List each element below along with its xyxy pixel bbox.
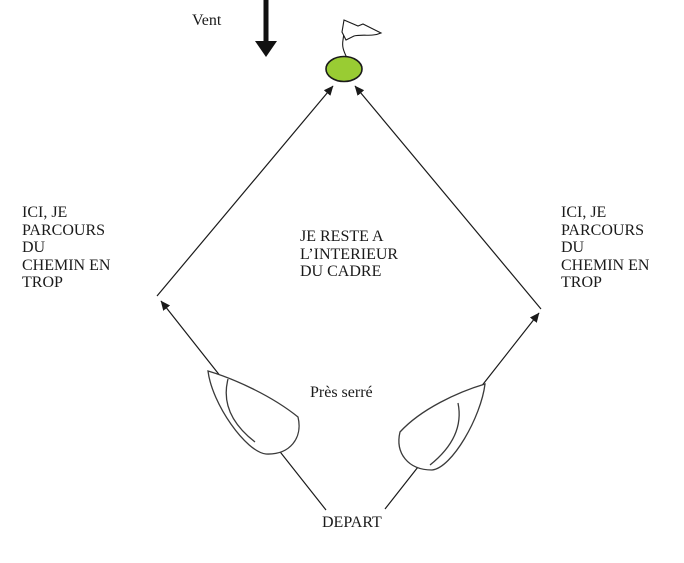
leg-right-turn-to-buoy	[354, 85, 542, 310]
start-label: DEPART	[322, 514, 382, 531]
right-extra-distance-label: ICI, JE PARCOURS DU CHEMIN EN TROP	[561, 204, 650, 291]
sailboat-right-sail-icon	[429, 402, 460, 466]
close-hauled-label: Près serré	[310, 384, 373, 401]
flag-pennant-icon	[341, 19, 383, 41]
sailboat-left-sail-icon	[225, 378, 256, 443]
wind-label: Vent	[192, 12, 222, 29]
wind-direction-arrow-icon	[255, 0, 277, 57]
sailboat-left-icon	[207, 370, 300, 455]
left-extra-distance-label: ICI, JE PARCOURS DU CHEMIN EN TROP	[22, 204, 111, 291]
leg-left-turn-to-buoy	[156, 85, 334, 297]
windward-mark-buoy	[325, 55, 363, 83]
stay-inside-frame-label: JE RESTE A L’INTERIEUR DU CADRE	[300, 228, 399, 280]
sailboat-right-icon	[398, 383, 486, 471]
